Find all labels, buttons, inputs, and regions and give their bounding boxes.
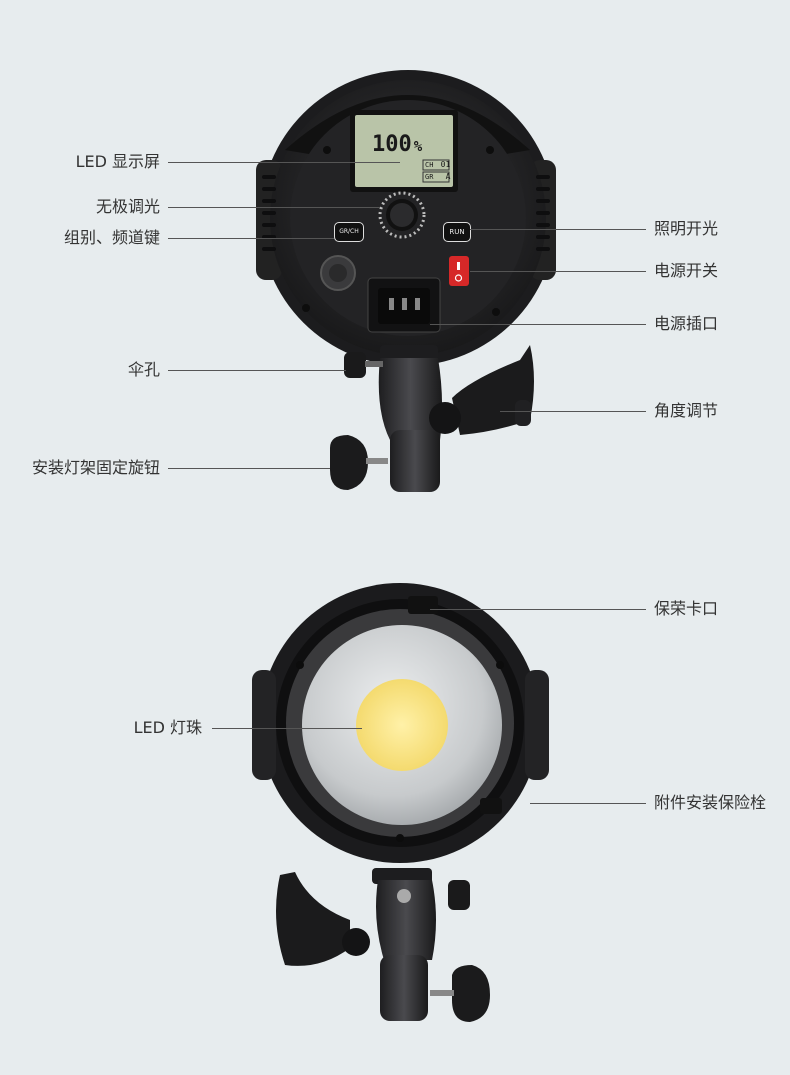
grch-button[interactable]: GR/CH (334, 222, 364, 242)
label-bayonet: 保荣卡口 (654, 599, 719, 618)
lcd-percent: 100% (372, 132, 422, 157)
leader-angle-adjust (500, 411, 646, 412)
label-angle-adjust: 角度调节 (654, 401, 719, 420)
label-stand-knob: 安装灯架固定旋钮 (31, 458, 160, 477)
label-light-switch: 照明开光 (654, 219, 719, 238)
grch-button-label: GR/CH (339, 228, 359, 235)
label-power-switch: 电源开关 (654, 261, 719, 280)
label-group-channel: 组别、频道键 (63, 228, 160, 247)
label-dimmer: 无极调光 (95, 197, 160, 216)
leader-power-switch (470, 271, 646, 272)
leader-accessory-pin (530, 803, 646, 804)
run-button-label: RUN (449, 228, 465, 236)
label-power-socket: 电源插口 (654, 314, 719, 333)
front-mount-yoke (276, 868, 490, 1022)
leader-light-switch (470, 229, 646, 230)
leader-power-socket (430, 324, 646, 325)
leader-umbrella-hole (168, 370, 346, 371)
leader-bayonet (430, 609, 646, 610)
leader-stand-knob (168, 468, 330, 469)
label-led-bead: LED 灯珠 (133, 718, 202, 737)
power-switch[interactable] (449, 256, 469, 286)
lcd-ch-label: CH (425, 161, 434, 169)
fan-cap (320, 255, 356, 291)
lcd-percent-value: 100 (372, 132, 412, 157)
lcd-group: GR A (425, 172, 450, 182)
label-umbrella-hole: 伞孔 (127, 360, 160, 379)
lcd-ch-value: 01 (440, 160, 451, 169)
lcd-gr-label: GR (425, 173, 434, 181)
leader-dimmer (168, 207, 380, 208)
leader-led-bead (212, 728, 362, 729)
lcd-percent-sign: % (413, 139, 423, 155)
leader-led-display (168, 162, 400, 163)
label-accessory-pin: 附件安装保险栓 (654, 793, 767, 812)
run-button[interactable]: RUN (443, 222, 471, 242)
dimmer-knob[interactable] (378, 191, 426, 239)
lcd-channel: CH 01 (425, 160, 450, 170)
back-mount-yoke (330, 345, 534, 492)
lcd-display (350, 110, 458, 192)
label-led-display: LED 显示屏 (75, 152, 160, 171)
led-bead (356, 679, 448, 771)
lcd-gr-value: A (445, 172, 451, 181)
leader-group-channel (168, 238, 334, 239)
power-socket[interactable] (367, 277, 441, 333)
